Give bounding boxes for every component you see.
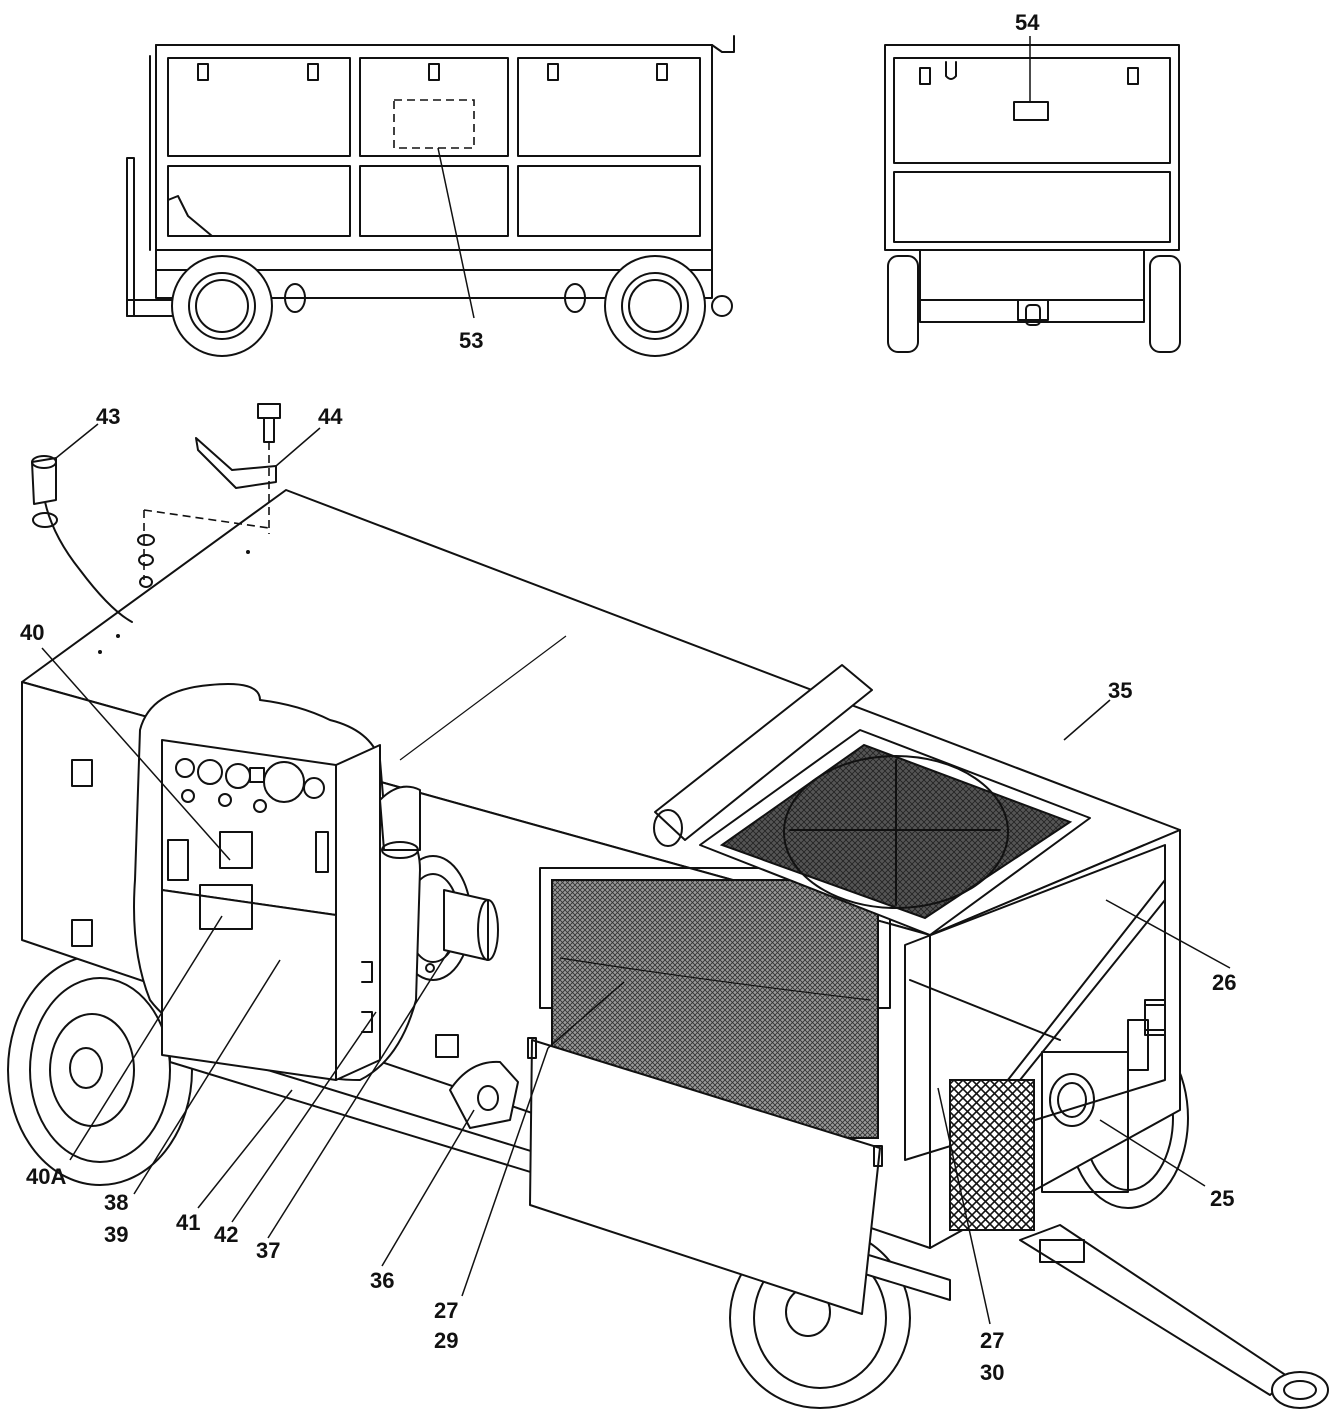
callout-35: 35 xyxy=(1108,678,1132,703)
end-view xyxy=(884,44,1181,353)
callout-43: 43 xyxy=(96,404,120,429)
callout-26: 26 xyxy=(1212,970,1236,995)
callout-29: 29 xyxy=(434,1328,458,1353)
callout-25: 25 xyxy=(1210,1186,1234,1211)
callout-27b: 27 xyxy=(980,1328,1004,1353)
main-assembly xyxy=(7,403,1329,1409)
callout-27a: 27 xyxy=(434,1298,458,1323)
callout-39: 39 xyxy=(104,1222,128,1247)
callout-40a: 40A xyxy=(26,1164,66,1189)
callout-36: 36 xyxy=(370,1268,394,1293)
callout-40: 40 xyxy=(20,620,44,645)
callout-38: 38 xyxy=(104,1190,128,1215)
leader-lines xyxy=(41,36,1231,1325)
callouts: 53 54 43 44 40 35 26 25 40A 38 39 41 42 … xyxy=(20,10,1236,1385)
callout-42: 42 xyxy=(214,1222,238,1247)
callout-37: 37 xyxy=(256,1238,280,1263)
side-view xyxy=(126,35,735,357)
callout-30: 30 xyxy=(980,1360,1004,1385)
callout-53: 53 xyxy=(459,328,483,353)
callout-54: 54 xyxy=(1015,10,1040,35)
callout-44: 44 xyxy=(318,404,343,429)
callout-41: 41 xyxy=(176,1210,200,1235)
